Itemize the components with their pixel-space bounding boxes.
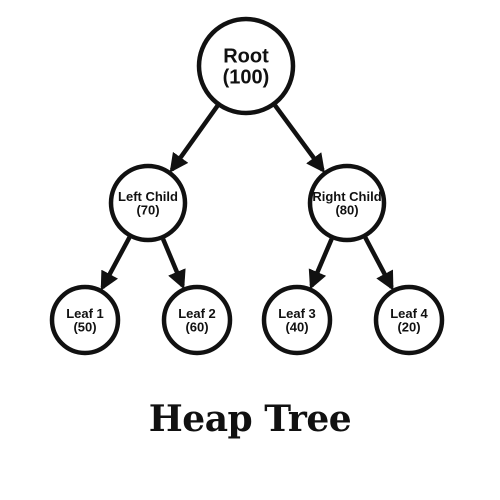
- edge-arrow-right-to-leaf3: [308, 237, 334, 290]
- node-circle: [261, 284, 333, 356]
- node-leaf4: Leaf 4(20): [373, 284, 445, 356]
- node-value-label: (40): [285, 320, 308, 335]
- diagram-title: Heap Tree: [148, 398, 352, 440]
- edge-arrow-root-to-left: [169, 104, 220, 173]
- node-circle: [373, 284, 445, 356]
- edge-arrow-root-to-right: [273, 104, 325, 174]
- node-name-label: Leaf 3: [278, 306, 316, 321]
- node-name-label: Left Child: [118, 189, 178, 204]
- edge-arrow-left-to-leaf1: [100, 236, 132, 291]
- node-value-label: (70): [136, 203, 159, 218]
- node-right: Right Child(80): [307, 163, 387, 243]
- node-name-label: Leaf 2: [178, 306, 216, 321]
- node-value-label: (20): [397, 320, 420, 335]
- node-leaf2: Leaf 2(60): [161, 284, 233, 356]
- node-left: Left Child(70): [108, 163, 188, 243]
- nodes-layer: Root(100)Left Child(70)Right Child(80)Le…: [49, 16, 445, 356]
- node-circle: [49, 284, 121, 356]
- node-leaf3: Leaf 3(40): [261, 284, 333, 356]
- node-name-label: Right Child: [312, 189, 381, 204]
- node-circle: [108, 163, 188, 243]
- node-circle: [161, 284, 233, 356]
- edge-arrow-left-to-leaf2: [160, 238, 186, 290]
- node-value-label: (100): [223, 67, 270, 89]
- node-name-label: Root: [223, 46, 269, 68]
- edges-layer: [100, 104, 394, 291]
- node-value-label: (80): [335, 203, 358, 218]
- edge-arrow-right-to-leaf4: [363, 236, 394, 291]
- node-name-label: Leaf 4: [390, 306, 428, 321]
- node-value-label: (50): [73, 320, 96, 335]
- node-circle: [307, 163, 387, 243]
- node-circle: [196, 16, 296, 116]
- node-root: Root(100): [196, 16, 296, 116]
- node-leaf1: Leaf 1(50): [49, 284, 121, 356]
- node-value-label: (60): [185, 320, 208, 335]
- node-name-label: Leaf 1: [66, 306, 104, 321]
